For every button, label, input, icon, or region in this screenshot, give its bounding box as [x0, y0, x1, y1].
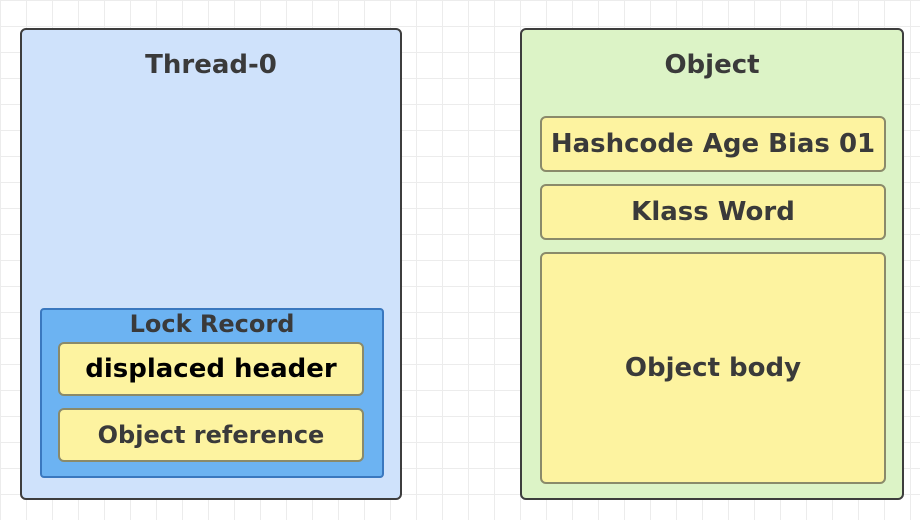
object-title: Object — [664, 50, 760, 80]
thread-title: Thread-0 — [145, 50, 277, 80]
lock-record: Lock Record displaced header Object refe… — [40, 308, 384, 478]
mark-word-cell: Hashcode Age Bias 01 — [540, 116, 886, 172]
lock-record-title: Lock Record — [129, 310, 295, 338]
object-panel: Object Hashcode Age Bias 01 Klass Word O… — [520, 28, 904, 500]
object-reference-cell: Object reference — [58, 408, 364, 462]
thread-panel: Thread-0 Lock Record displaced header Ob… — [20, 28, 402, 500]
object-body-cell: Object body — [540, 252, 886, 484]
klass-word-cell: Klass Word — [540, 184, 886, 240]
displaced-header-cell: displaced header — [58, 342, 364, 396]
